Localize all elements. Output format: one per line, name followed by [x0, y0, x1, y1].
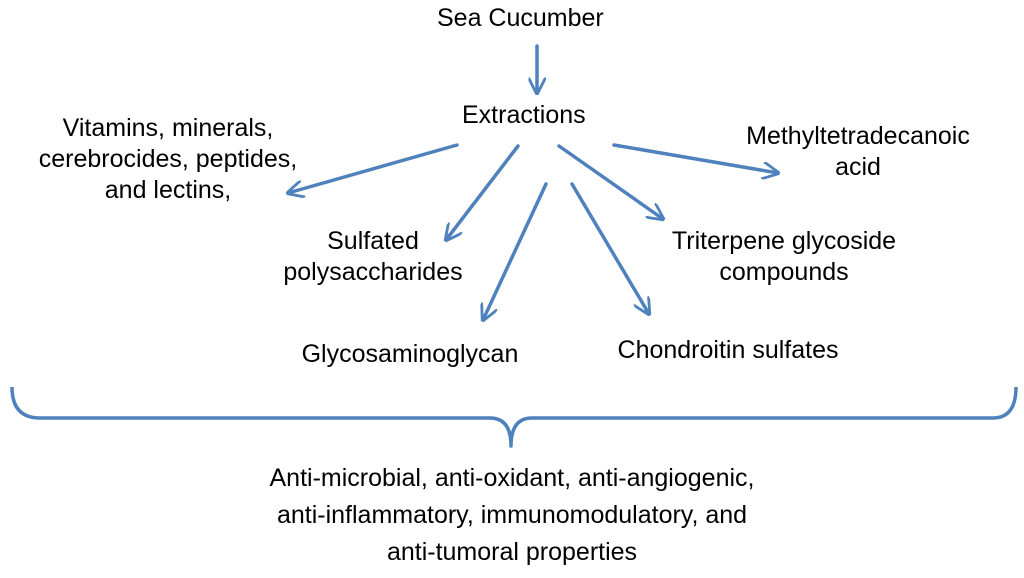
methyl-line-2: acid: [835, 153, 881, 181]
arrow-to-triterpene: [557, 144, 663, 219]
node-vitamins: Vitamins, minerals, cerebrocides, peptid…: [3, 113, 333, 206]
chondroitin-label: Chondroitin sulfates: [617, 336, 839, 364]
arrow-to-sulfated: [446, 144, 520, 240]
node-glycosaminoglycan: Glycosaminoglycan: [275, 339, 545, 370]
extractions-label: Extractions: [462, 101, 586, 129]
triterpene-line-2: compounds: [719, 258, 849, 286]
curly-brace: [10, 386, 1018, 448]
sulfated-line-2: polysaccharides: [283, 258, 463, 286]
node-sulfated-polysaccharides: Sulfated polysaccharides: [258, 226, 488, 288]
sulfated-line-1: Sulfated: [327, 227, 419, 255]
arrow-to-methyl: [612, 143, 778, 173]
vitamins-line-2: cerebrocides, peptides,: [38, 145, 298, 173]
node-chondroitin: Chondroitin sulfates: [585, 335, 871, 366]
properties-line-3: anti-tumoral properties: [386, 538, 638, 566]
node-properties: Anti-microbial, anti-oxidant, anti-angio…: [212, 460, 812, 571]
sea-cucumber-label: Sea Cucumber: [437, 4, 604, 32]
node-triterpene: Triterpene glycoside compounds: [654, 226, 914, 288]
arrow-to-vitamins: [288, 143, 459, 193]
vitamins-line-1: Vitamins, minerals,: [62, 114, 274, 142]
node-extractions: Extractions: [462, 100, 586, 131]
methyl-line-1: Methyltetradecanoic: [746, 122, 970, 150]
properties-line-2: anti-inflammatory, immunomodulatory, and: [276, 501, 748, 529]
arrow-to-glycosamino: [483, 182, 548, 320]
node-sea-cucumber: Sea Cucumber: [437, 3, 604, 34]
glycosaminoglycan-label: Glycosaminoglycan: [301, 340, 519, 368]
arrow-to-chondroitin: [570, 182, 649, 314]
triterpene-line-1: Triterpene glycoside: [671, 227, 897, 255]
properties-line-1: Anti-microbial, anti-oxidant, anti-angio…: [269, 464, 755, 492]
vitamins-line-3: and lectins,: [104, 176, 232, 204]
node-methyltetradecanoic: Methyltetradecanoic acid: [705, 121, 1011, 183]
